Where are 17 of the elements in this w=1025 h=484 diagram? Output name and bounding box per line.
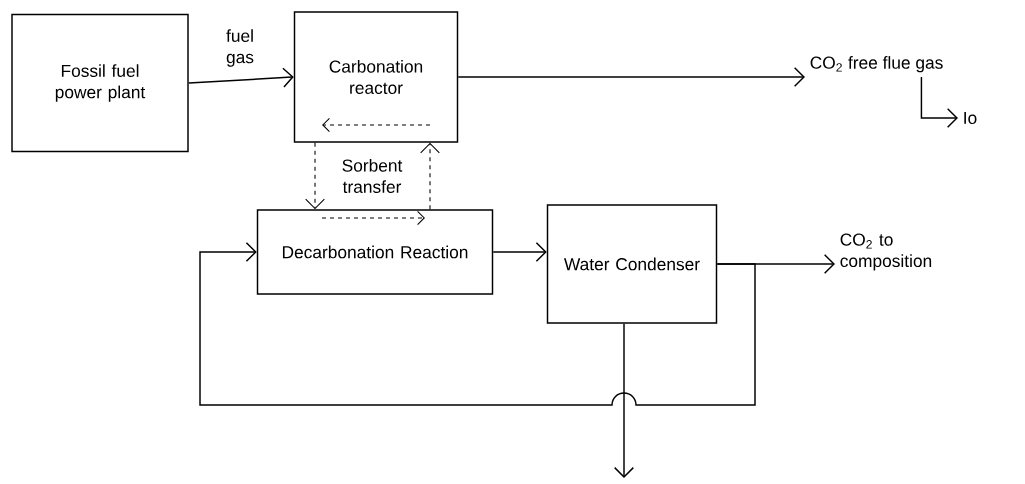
arrow bbox=[920, 76, 958, 129]
flow-label: CO$_{2}$ to composition bbox=[840, 233, 932, 271]
process-box: Carbonation reactor bbox=[293, 11, 459, 143]
arrow bbox=[492, 241, 547, 263]
arrow bbox=[188, 67, 294, 88]
arrow bbox=[613, 323, 635, 478]
edge-label: fuel gas bbox=[226, 29, 254, 67]
flow-label: CO$_{2}$ free flue gas bbox=[810, 56, 943, 73]
process-box: Decarbonation Reaction bbox=[256, 209, 494, 295]
arrow bbox=[199, 241, 756, 406]
arrow bbox=[420, 142, 440, 210]
edge-label: Sorbent transfer bbox=[342, 158, 403, 193]
arrow bbox=[305, 142, 325, 210]
flow-label: Io bbox=[964, 111, 977, 125]
process-box: Fossil fuel power plant bbox=[11, 13, 189, 153]
arrow bbox=[457, 66, 805, 88]
process-box: Water Condenser bbox=[546, 204, 718, 324]
